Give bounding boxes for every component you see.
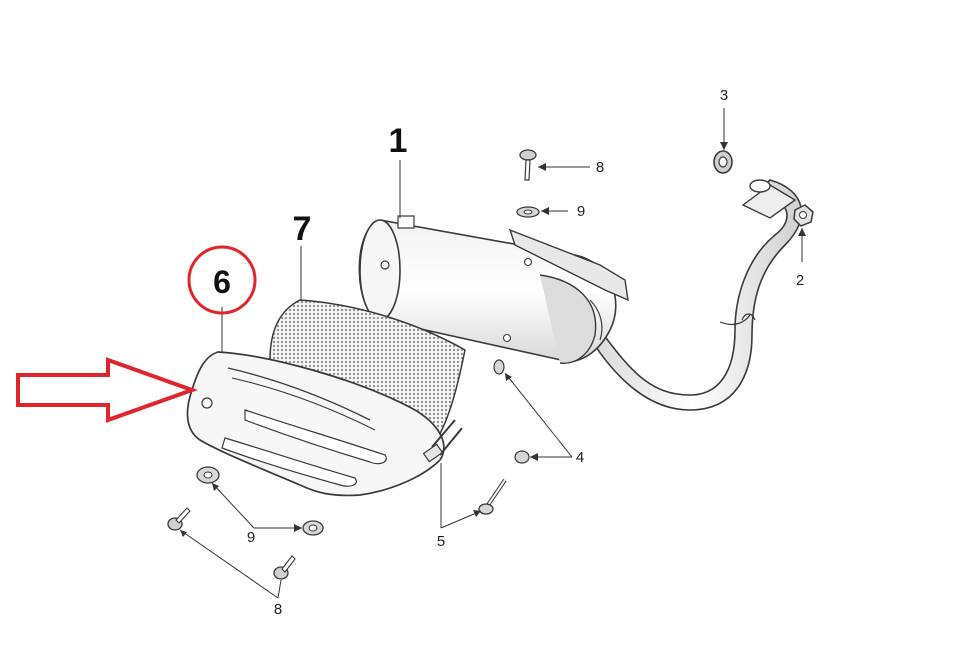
callout-part-2: 2	[796, 272, 804, 289]
callout-part-9-bottom: 9	[247, 529, 255, 546]
washers-part-4	[493, 359, 530, 464]
bottom-washers-part-9	[196, 466, 324, 536]
callout-part-9-top: 9	[577, 203, 585, 220]
bolt-part-5	[478, 478, 507, 515]
callout-part-6: 6	[213, 264, 231, 300]
highlight-circle	[187, 245, 257, 315]
callout-part-7: 7	[293, 210, 312, 248]
callout-part-4: 4	[576, 449, 584, 466]
bottom-screws-part-8	[167, 507, 296, 580]
callout-part-5: 5	[437, 533, 445, 550]
leader-arrowheads	[180, 142, 806, 537]
shield-clamp-bolts	[422, 419, 463, 463]
heat-shield-cover	[186, 351, 445, 497]
top-washer-part-9	[516, 206, 540, 218]
muffler-body	[358, 215, 629, 364]
callout-part-8-bottom: 8	[274, 601, 282, 618]
callout-part-3: 3	[720, 87, 728, 104]
callout-part-8-top: 8	[596, 159, 604, 176]
top-screw-part-8	[519, 149, 537, 181]
highlight-arrow	[16, 357, 198, 423]
nut-part-2	[793, 204, 814, 227]
gasket-part-3	[713, 150, 733, 174]
callout-part-1: 1	[389, 122, 408, 160]
